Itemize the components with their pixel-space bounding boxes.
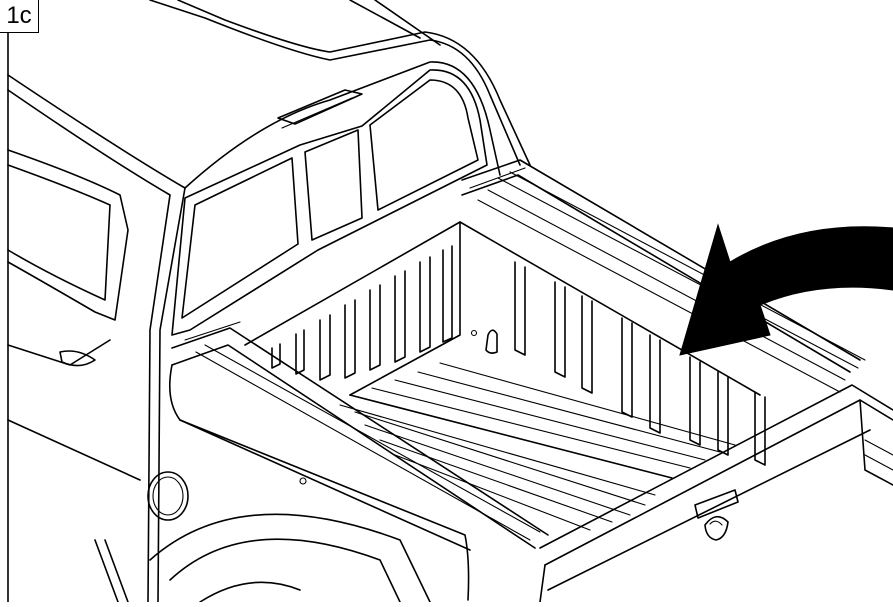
step-label: 1c — [0, 0, 39, 33]
truck-bed — [147, 159, 893, 603]
truck-cab — [7, 0, 531, 603]
bed-floor — [339, 362, 736, 531]
curved-arrow-icon — [679, 223, 893, 356]
rear-window-left-pane — [181, 157, 299, 319]
tailgate — [539, 384, 893, 603]
rear-window-right-pane — [369, 79, 479, 211]
tie-down-hook — [485, 329, 498, 354]
tailgate-handle — [694, 489, 739, 519]
front-wall-ribs — [271, 245, 453, 381]
ram-logo-icon — [704, 515, 729, 541]
rear-window-center-pane — [304, 129, 363, 241]
fuel-door — [147, 471, 189, 521]
